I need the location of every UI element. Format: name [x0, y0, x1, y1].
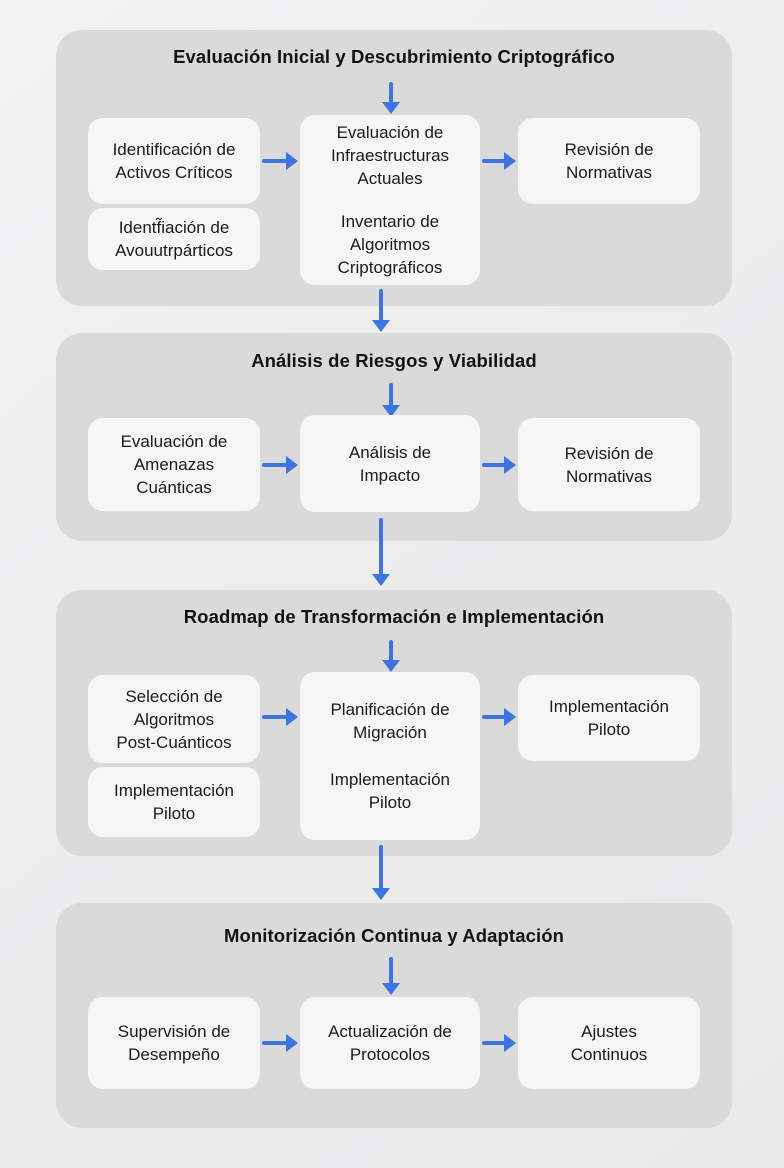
- phase-section-risk-analysis: Análisis de Riesgos y Viabilidad Evaluac…: [56, 333, 732, 541]
- phase-section-roadmap: Roadmap de Transformación e Implementaci…: [56, 590, 732, 856]
- phase-title: Roadmap de Transformación e Implementaci…: [183, 606, 605, 627]
- arrow-right-icon: [262, 455, 298, 475]
- flow-node-label: Revisión de Normativas: [564, 443, 654, 486]
- arrow-down-icon: [371, 289, 391, 332]
- arrow-down-icon: [381, 957, 401, 995]
- phase-section-monitoring: Monitorización Continua y Adaptación Sup…: [56, 903, 732, 1128]
- flow-node: Evaluación de Amenazas Cuánticas: [88, 418, 260, 511]
- flow-node: Revisión de Normativas: [518, 118, 700, 204]
- arrow-right-icon: [482, 707, 516, 727]
- flow-node-label: Análisis de Impacto: [348, 442, 432, 485]
- flow-node: Identf̃iación de Avouutrpárticos: [88, 208, 260, 270]
- flow-node-label: Implementación Piloto: [113, 781, 234, 823]
- flow-node-label: Ajustes Continuos: [570, 1022, 648, 1064]
- flow-node: Identificación de Activos Críticos: [88, 118, 260, 204]
- flow-node-label: Identificación de Activos Críticos: [112, 140, 236, 182]
- flow-node-label: Identf̃iación de Avouutrpárticos: [115, 218, 233, 260]
- flow-node: Evaluación de Infraestructuras Actuales …: [300, 115, 480, 285]
- flow-node-label: Revisión de Normativas: [564, 140, 654, 182]
- flow-node: Implementación Piloto: [88, 767, 260, 837]
- flow-node-label: Planificación de Migración: [330, 700, 450, 742]
- arrow-right-icon: [262, 1033, 298, 1053]
- phase-section-initial-assessment: Evaluación Inicial y Descubrimiento Crip…: [56, 30, 732, 306]
- arrow-right-icon: [482, 1033, 516, 1053]
- arrow-right-icon: [262, 151, 298, 171]
- flow-node-label: Inventario de Algoritmos Criptográficos: [337, 212, 443, 277]
- phase-title: Evaluación Inicial y Descubrimiento Crip…: [173, 46, 615, 67]
- arrow-right-icon: [482, 455, 516, 475]
- arrow-right-icon: [262, 707, 298, 727]
- phase-title: Monitorización Continua y Adaptación: [223, 925, 565, 946]
- flow-node: Supervisión de Desempeño: [88, 997, 260, 1089]
- arrow-down-icon: [371, 845, 391, 900]
- flow-node: Ajustes Continuos: [518, 997, 700, 1089]
- flow-node: Implementación Piloto: [518, 675, 700, 761]
- flow-node-label: Selección de Algoritmos Post-Cuánticos: [116, 686, 232, 752]
- flow-node-label: Supervisión de Desempeño: [117, 1022, 231, 1064]
- arrow-down-icon: [371, 518, 391, 586]
- flow-node: Análisis de Impacto: [300, 415, 480, 512]
- flow-node-label: Evaluación de Infraestructuras Actuales: [330, 123, 450, 188]
- arrow-down-icon: [381, 640, 401, 672]
- phase-title: Análisis de Riesgos y Viabilidad: [251, 350, 537, 371]
- arrow-down-icon: [381, 82, 401, 114]
- flow-node-label: Actualización de Protocolos: [328, 1022, 452, 1064]
- arrow-down-icon: [381, 383, 401, 417]
- flow-node: Actualización de Protocolos: [300, 997, 480, 1089]
- flow-node: Revisión de Normativas: [518, 418, 700, 511]
- flow-node-label: Implementación Piloto: [548, 697, 669, 739]
- flow-node-label: Evaluación de Amenazas Cuánticas: [120, 432, 228, 497]
- flow-node: Selección de Algoritmos Post-Cuánticos: [88, 675, 260, 763]
- flow-node: Planificación de Migración Implementació…: [300, 672, 480, 840]
- arrow-right-icon: [482, 151, 516, 171]
- flow-node-label: Implementación Piloto: [329, 770, 450, 812]
